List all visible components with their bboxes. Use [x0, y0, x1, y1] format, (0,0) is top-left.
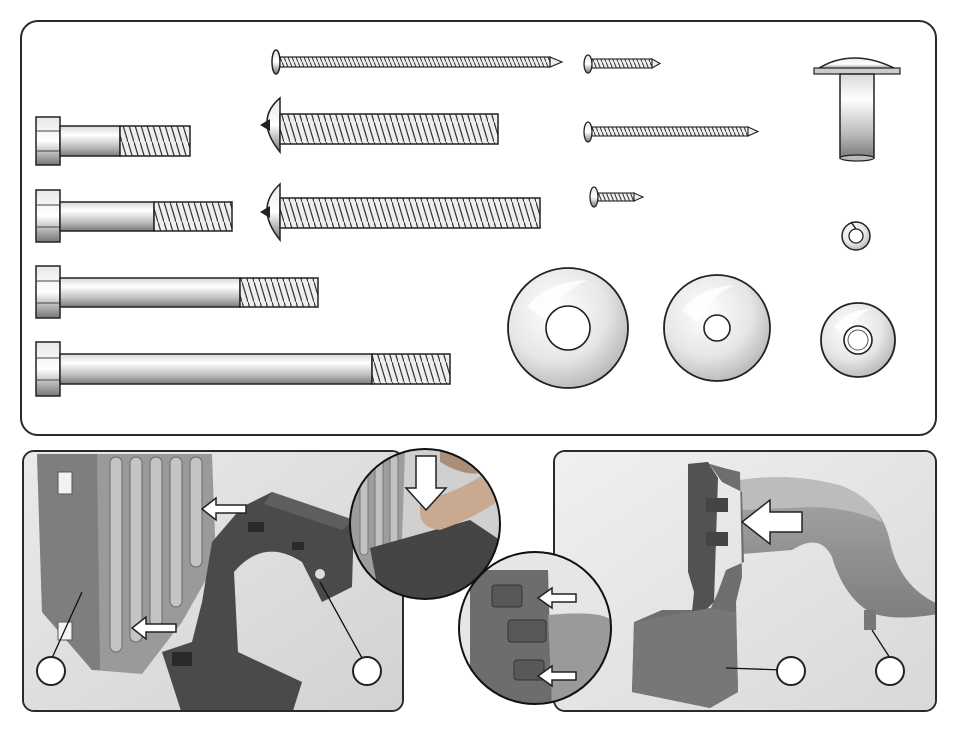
photo-panel-to-base	[22, 450, 404, 712]
hex-bolt-medium	[36, 190, 232, 242]
rivet-pin	[814, 58, 900, 161]
long-thin-screw	[272, 50, 562, 74]
lock-washer	[842, 222, 870, 250]
medium-screw	[584, 122, 758, 142]
truss-head-bolt-short	[260, 98, 498, 152]
hex-bolt-extra-long	[36, 342, 450, 396]
callout-circle	[875, 656, 905, 686]
panel-base-illustration	[24, 452, 404, 712]
callout-circle	[776, 656, 806, 686]
flat-washer-small	[821, 303, 895, 377]
flat-washer-large	[508, 268, 628, 388]
hex-bolt-short	[36, 117, 190, 165]
photo-slide-to-step	[553, 450, 937, 712]
hex-bolt-long	[36, 266, 318, 318]
callout-circle	[36, 656, 66, 686]
flat-washer-medium	[664, 275, 770, 381]
callout-circle	[352, 656, 382, 686]
truss-head-bolt-long	[260, 184, 540, 240]
small-screw-1	[584, 55, 660, 73]
hardware-illustration	[22, 22, 939, 438]
hardware-panel	[20, 20, 937, 436]
small-screw-2	[590, 187, 643, 207]
